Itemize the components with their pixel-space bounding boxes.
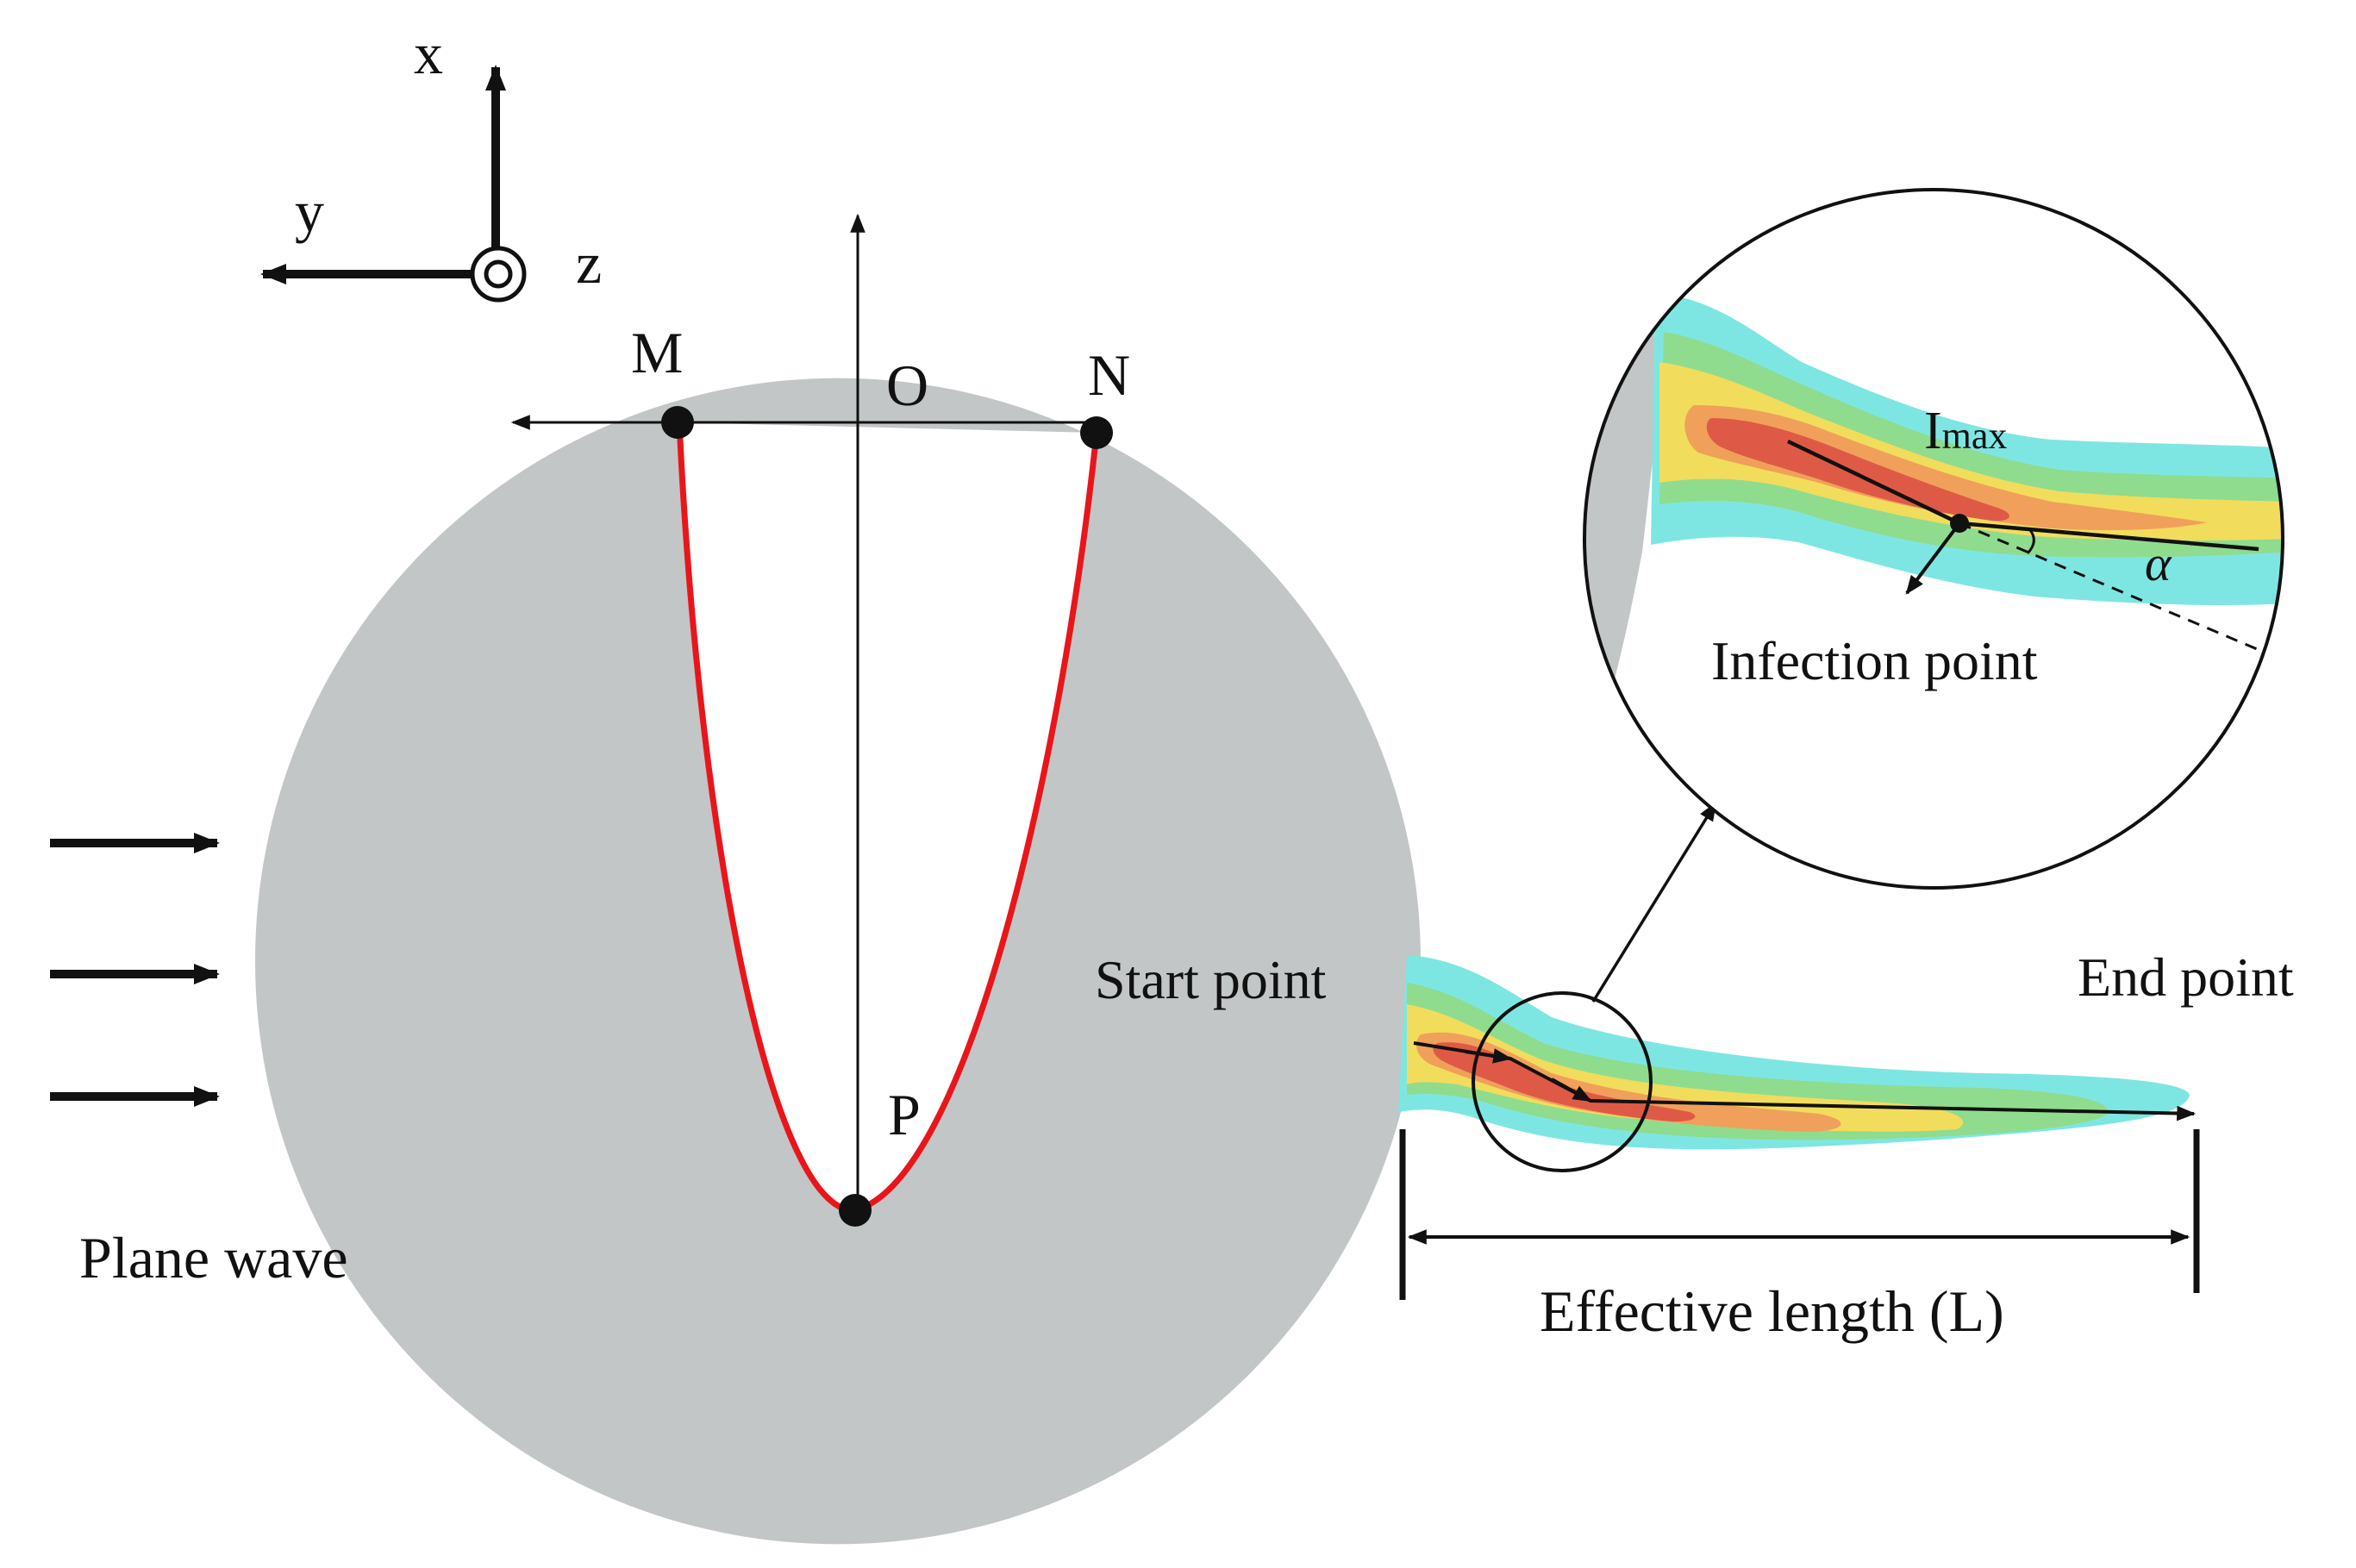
z-axis-dot-icon <box>484 259 513 289</box>
zoom-inset-border <box>1583 188 2284 890</box>
point-p <box>839 1194 872 1227</box>
i-max-letter: I <box>1924 402 1942 460</box>
z-axis-label: z <box>576 230 602 296</box>
magnifier-connector-arrow <box>1591 802 1717 1003</box>
point-p-label: P <box>888 1082 921 1147</box>
photonic-jet <box>1398 955 2197 1150</box>
end-point-label: End point <box>2078 946 2294 1008</box>
x-axis-label: x <box>414 21 443 86</box>
jet-axis-arrow-1 <box>1465 1048 1513 1064</box>
jet-axis-arrow-2 <box>1551 1078 1592 1103</box>
y-axis-label: y <box>295 178 324 244</box>
point-o-label: O <box>886 353 928 418</box>
magnifier-circle-small <box>1472 991 1653 1172</box>
point-n-label: N <box>1088 342 1130 408</box>
inflection-normal-arrow <box>1905 522 1961 595</box>
inflection-point-label: Infection point <box>1711 630 2038 691</box>
point-m <box>661 406 694 439</box>
inset-jet-red <box>1706 418 2009 522</box>
point-n <box>1080 416 1113 449</box>
inset-tangent-dashed <box>1959 522 2268 655</box>
i-max-subscript: max <box>1942 415 2008 457</box>
plane-wave-label: Plane wave <box>79 1225 348 1290</box>
start-point-label: Start point <box>1095 949 1327 1010</box>
sphere-with-cavity <box>254 378 1422 1545</box>
jet-orange-band <box>1416 1032 1841 1132</box>
coordinate-triad: x y z <box>260 21 602 303</box>
jet-axis-line <box>1413 1041 2197 1121</box>
plane-wave-arrows <box>50 833 220 1107</box>
i-max-label: Imax <box>1924 402 2007 460</box>
point-m-label: M <box>631 320 683 385</box>
inset-jet-orange <box>1684 405 2207 531</box>
alpha-angle-arc <box>2026 529 2035 555</box>
effective-length-label: Effective length (L) <box>1540 1278 2004 1344</box>
zoom-inset: Imax α Infection point <box>1583 188 2284 890</box>
alpha-label: α <box>2145 535 2172 591</box>
